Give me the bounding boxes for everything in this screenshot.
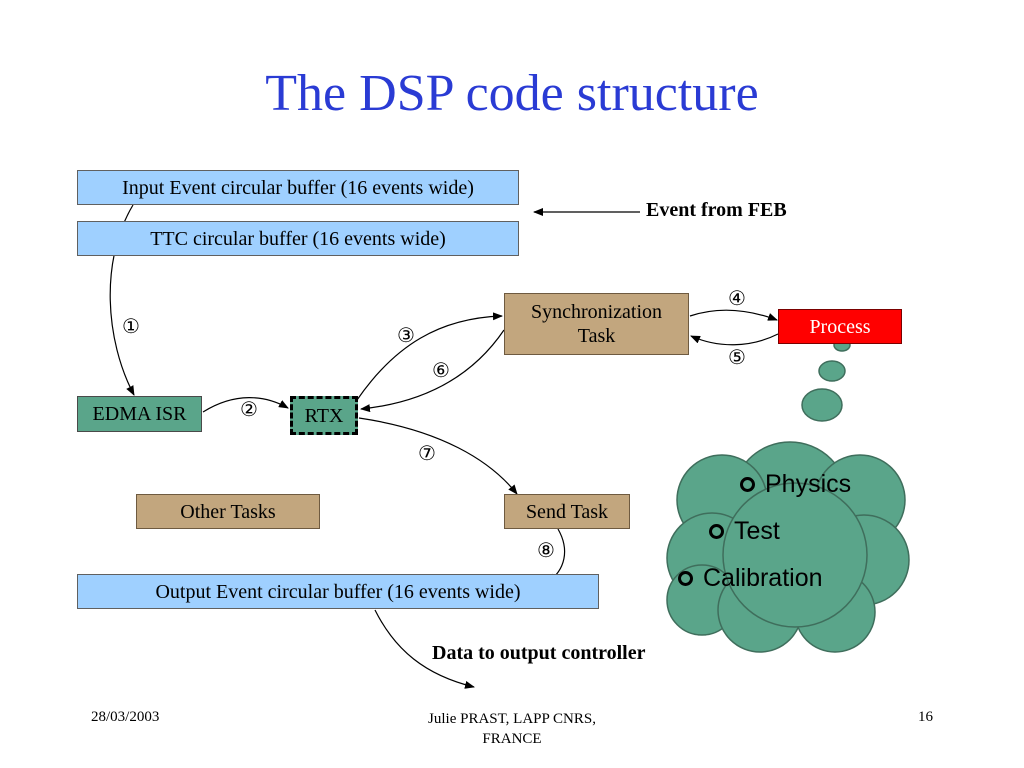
synchronization-task-line2: Task (577, 325, 616, 347)
step-marker-4: ④ (728, 288, 746, 310)
bullet-icon (678, 571, 693, 586)
step-marker-5: ⑤ (728, 347, 746, 369)
step-marker-8: ⑧ (537, 540, 555, 562)
step-marker-3: ③ (397, 325, 415, 347)
process-box: Process (778, 309, 902, 344)
cloud-item-calibration: Calibration (678, 564, 823, 593)
data-to-output-label: Data to output controller (432, 642, 646, 664)
arrow-6 (360, 329, 505, 413)
arrow-5 (690, 333, 779, 346)
footer-author-line1: Julie PRAST, LAPP CNRS, (428, 711, 596, 727)
cloud-item-physics: Physics (740, 470, 851, 499)
output-event-buffer: Output Event circular buffer (16 events … (77, 574, 599, 609)
cloud-item-label: Calibration (703, 564, 823, 592)
cloud-item-label: Physics (765, 470, 852, 498)
event-from-feb-label: Event from FEB (646, 199, 787, 221)
arrow-7 (358, 417, 518, 495)
step-marker-7: ⑦ (418, 443, 436, 465)
footer-date: 28/03/2003 (91, 709, 160, 725)
step-marker-6: ⑥ (432, 360, 450, 382)
cloud-item-test: Test (709, 517, 780, 546)
bullet-icon (740, 477, 755, 492)
footer-author: Julie PRAST, LAPP CNRS, FRANCE (362, 709, 662, 750)
ttc-buffer: TTC circular buffer (16 events wide) (77, 221, 519, 256)
edma-isr-box: EDMA ISR (77, 396, 202, 432)
rtx-box: RTX (290, 396, 358, 435)
synchronization-task-box: Synchronization Task (504, 293, 689, 355)
synchronization-task-line1: Synchronization (530, 301, 663, 323)
slide-title: The DSP code structure (265, 65, 759, 122)
arrow-output-controller (374, 609, 475, 689)
other-tasks-box: Other Tasks (136, 494, 320, 529)
footer-author-line2: FRANCE (482, 731, 542, 748)
cloud-shape (666, 338, 910, 653)
cloud-item-label: Test (734, 517, 780, 545)
send-task-box: Send Task (504, 494, 630, 529)
step-marker-2: ② (240, 399, 258, 421)
step-marker-1: ① (122, 316, 140, 338)
input-event-buffer: Input Event circular buffer (16 events w… (77, 170, 519, 205)
arrow-3 (356, 312, 503, 401)
bullet-icon (709, 524, 724, 539)
footer-page-number: 16 (918, 709, 933, 725)
arrow-4 (689, 309, 778, 321)
arrow-2 (202, 397, 289, 413)
